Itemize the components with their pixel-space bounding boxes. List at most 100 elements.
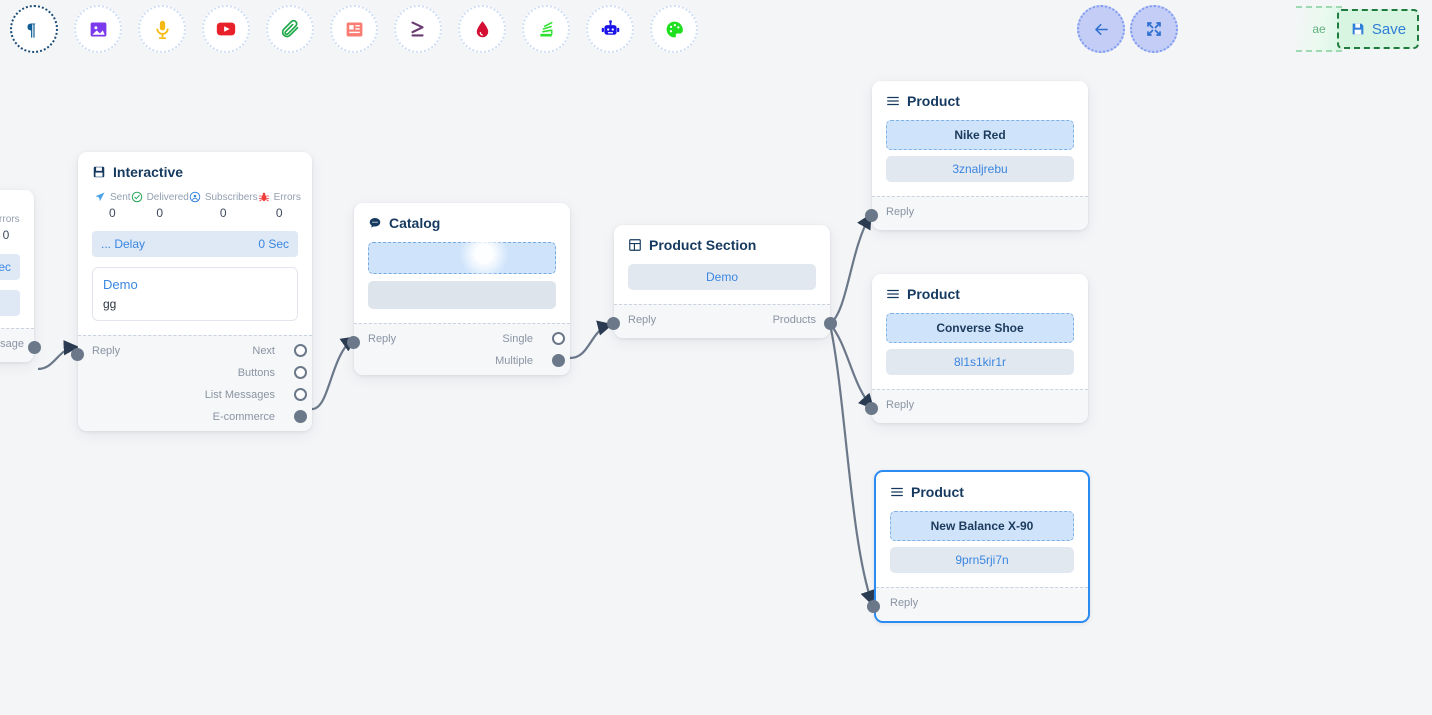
handle-products-out[interactable] xyxy=(824,317,837,330)
list-icon xyxy=(891,487,903,497)
product-2-id[interactable]: 8l1s1kir1r xyxy=(886,349,1074,375)
node-interactive-title: Interactive xyxy=(92,164,298,180)
stat-delivered: Delivered 0 xyxy=(131,191,189,220)
news-card-icon[interactable] xyxy=(330,5,378,53)
product-1-foot: Reply xyxy=(865,196,1088,230)
edge-section-to-product-3 xyxy=(828,323,876,606)
robot-icon[interactable] xyxy=(586,5,634,53)
node-product-1-title-text: Product xyxy=(907,93,960,109)
product-2-name[interactable]: Converse Shoe xyxy=(886,313,1074,343)
product-1-name[interactable]: Nike Red xyxy=(886,120,1074,150)
handle-buttons[interactable] xyxy=(294,366,307,379)
section-in-port-label: Reply xyxy=(628,314,657,326)
handle-list-messages[interactable] xyxy=(294,388,307,401)
handle-interactive-in[interactable] xyxy=(71,348,84,361)
delay-label: ... Delay xyxy=(101,237,146,251)
floppy-disk-icon xyxy=(1352,23,1364,35)
handle-ecommerce[interactable] xyxy=(294,410,307,423)
catalog-out-ports: Single Multiple xyxy=(368,332,565,367)
product-2-foot: Reply xyxy=(865,389,1088,423)
delay-value: 0 Sec xyxy=(258,237,289,251)
node-catalog-title: Catalog xyxy=(368,215,556,231)
greater-equal-icon[interactable] xyxy=(394,5,442,53)
product-3-name[interactable]: New Balance X-90 xyxy=(890,511,1074,541)
section-out-port-label: Products xyxy=(772,314,816,326)
node-cutoff-partial[interactable]: Errors 0 Sec essage xyxy=(0,190,41,362)
handle-catalog-in[interactable] xyxy=(347,336,360,349)
fit-view-button[interactable] xyxy=(1130,5,1178,53)
list-icon xyxy=(887,289,899,299)
back-button[interactable] xyxy=(1077,5,1125,53)
port-next[interactable]: Next xyxy=(252,344,307,357)
handle-multiple[interactable] xyxy=(552,354,565,367)
save-label: Save xyxy=(1371,20,1407,38)
product-3-id[interactable]: 9prn5rji7n xyxy=(890,547,1074,573)
node-product-section-title: Product Section xyxy=(628,237,816,253)
interactive-in-port-label: Reply xyxy=(92,345,121,357)
product-section-field[interactable]: Demo xyxy=(628,264,816,290)
edge-interactive-to-catalog xyxy=(311,336,357,411)
interactive-out-ports: Next Buttons List Messages E-commerce xyxy=(92,344,307,423)
product-section-foot: Reply Products xyxy=(607,304,837,338)
edge-section-to-product-1 xyxy=(829,213,872,325)
paper-plane-icon xyxy=(95,192,105,202)
handle-product-3-in[interactable] xyxy=(867,600,880,613)
node-product-2-title-text: Product xyxy=(907,286,960,302)
product-3-in-port-label: Reply xyxy=(890,597,919,609)
handle-section-in[interactable] xyxy=(607,317,620,330)
catalog-placeholder-solid[interactable] xyxy=(368,281,556,309)
node-palette-toolbar[interactable]: ¶ xyxy=(0,0,720,58)
port-ecommerce[interactable]: E-commerce xyxy=(213,410,307,423)
message-title: Demo xyxy=(103,277,138,292)
bug-icon xyxy=(258,192,269,202)
node-product-3-title-text: Product xyxy=(911,484,964,500)
port-single[interactable]: Single xyxy=(502,332,565,345)
hidden-partial-chip[interactable]: ae xyxy=(1296,6,1342,52)
message-box[interactable]: Demo gg xyxy=(92,267,298,321)
handle-product-2-in[interactable] xyxy=(865,402,878,415)
port-buttons[interactable]: Buttons xyxy=(238,366,307,379)
node-product-2[interactable]: Product Converse Shoe 8l1s1kir1r Reply xyxy=(865,274,1088,423)
save-button[interactable]: Save xyxy=(1337,9,1419,49)
handle-next[interactable] xyxy=(294,344,307,357)
image-icon[interactable] xyxy=(74,5,122,53)
catalog-in-port-label: Reply xyxy=(368,333,397,345)
stat-sent: Sent 0 xyxy=(94,191,131,220)
node-product-3[interactable]: Product New Balance X-90 9prn5rji7n Repl… xyxy=(867,470,1090,623)
product-1-in-port-label: Reply xyxy=(886,206,915,218)
stack-icon[interactable] xyxy=(522,5,570,53)
port-list-messages[interactable]: List Messages xyxy=(205,388,307,401)
edge-cut-to-interactive xyxy=(37,340,80,371)
droplet-icon[interactable] xyxy=(458,5,506,53)
paperclip-icon[interactable] xyxy=(266,5,314,53)
stat-errors: Errors 0 xyxy=(258,191,301,220)
check-circle-icon xyxy=(131,191,142,203)
product-2-in-port-label: Reply xyxy=(886,399,915,411)
port-multiple[interactable]: Multiple xyxy=(495,354,565,367)
node-interactive-title-text: Interactive xyxy=(113,164,184,180)
youtube-icon[interactable] xyxy=(202,5,250,53)
node-interactive[interactable]: Interactive Sent 0 Delivered 0 xyxy=(71,152,312,431)
cutoff-delay-value: Sec xyxy=(0,260,11,274)
handle-product-1-in[interactable] xyxy=(865,209,878,222)
user-circle-icon xyxy=(189,191,201,203)
paragraph-icon[interactable]: ¶ xyxy=(10,5,58,53)
list-icon xyxy=(887,96,899,106)
delay-row[interactable]: ... Delay 0 Sec xyxy=(92,231,298,257)
edge-catalog-to-section xyxy=(569,320,613,360)
catalog-placeholder-dashed[interactable] xyxy=(368,242,556,274)
product-3-foot: Reply xyxy=(867,587,1088,621)
node-product-section[interactable]: Product Section Demo Reply Products xyxy=(607,225,837,338)
node-product-1[interactable]: Product Nike Red 3znaljrebu Reply xyxy=(865,81,1088,230)
product-1-id[interactable]: 3znaljrebu xyxy=(886,156,1074,182)
palette-icon[interactable] xyxy=(650,5,698,53)
handle-single[interactable] xyxy=(552,332,565,345)
handle-cutoff-out[interactable] xyxy=(28,341,41,354)
svg-text:¶: ¶ xyxy=(27,19,36,39)
node-catalog-title-text: Catalog xyxy=(389,215,441,231)
node-catalog[interactable]: Catalog Reply Single Multiple xyxy=(347,203,570,375)
grid-icon xyxy=(629,239,641,251)
node-product-section-title-text: Product Section xyxy=(649,237,757,253)
microphone-icon[interactable] xyxy=(138,5,186,53)
